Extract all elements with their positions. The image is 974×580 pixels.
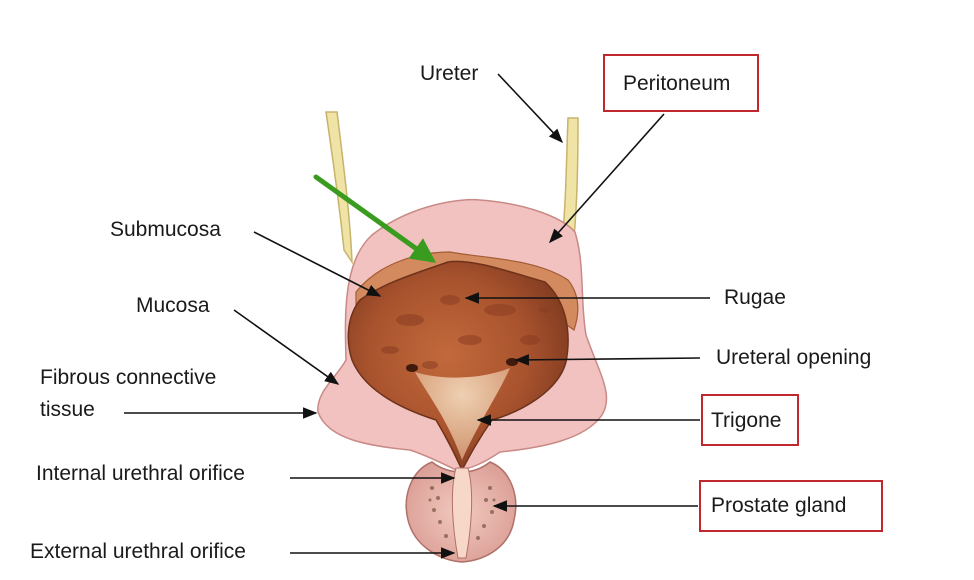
- green-pointer-arrow: [313, 174, 437, 263]
- left-ureter: [325, 111, 353, 265]
- urethra: [451, 467, 473, 559]
- leader-ureteral-opening: [514, 354, 701, 366]
- label-external-urethral-orifice: External urethral orifice: [30, 540, 246, 563]
- label-submucosa: Submucosa: [110, 218, 221, 241]
- label-trigone: Trigone: [701, 394, 799, 446]
- leader-mucosa: [233, 309, 340, 385]
- label-ureteral-opening: Ureteral opening: [716, 346, 872, 369]
- rugae-texture: [381, 295, 551, 369]
- label-prostate-gland: Prostate gland: [699, 480, 883, 532]
- label-mucosa: Mucosa: [136, 294, 210, 317]
- label-fibrous-connective-line2: tissue: [40, 398, 95, 421]
- leader-lines: [124, 73, 710, 559]
- ureteral-opening-left: [406, 364, 418, 372]
- label-fibrous-connective-line1: Fibrous connective: [40, 366, 217, 389]
- label-rugae: Rugae: [724, 286, 786, 309]
- trigone: [415, 368, 510, 460]
- label-peritoneum: Peritoneum: [603, 54, 759, 112]
- prostate-texture: [428, 486, 496, 540]
- label-ureter: Ureter: [420, 62, 479, 85]
- leader-ureter: [497, 73, 563, 144]
- bladder-interior: [347, 260, 569, 472]
- label-internal-urethral-orifice: Internal urethral orifice: [36, 462, 245, 485]
- leader-peritoneum: [549, 113, 665, 244]
- leader-submucosa: [253, 231, 382, 297]
